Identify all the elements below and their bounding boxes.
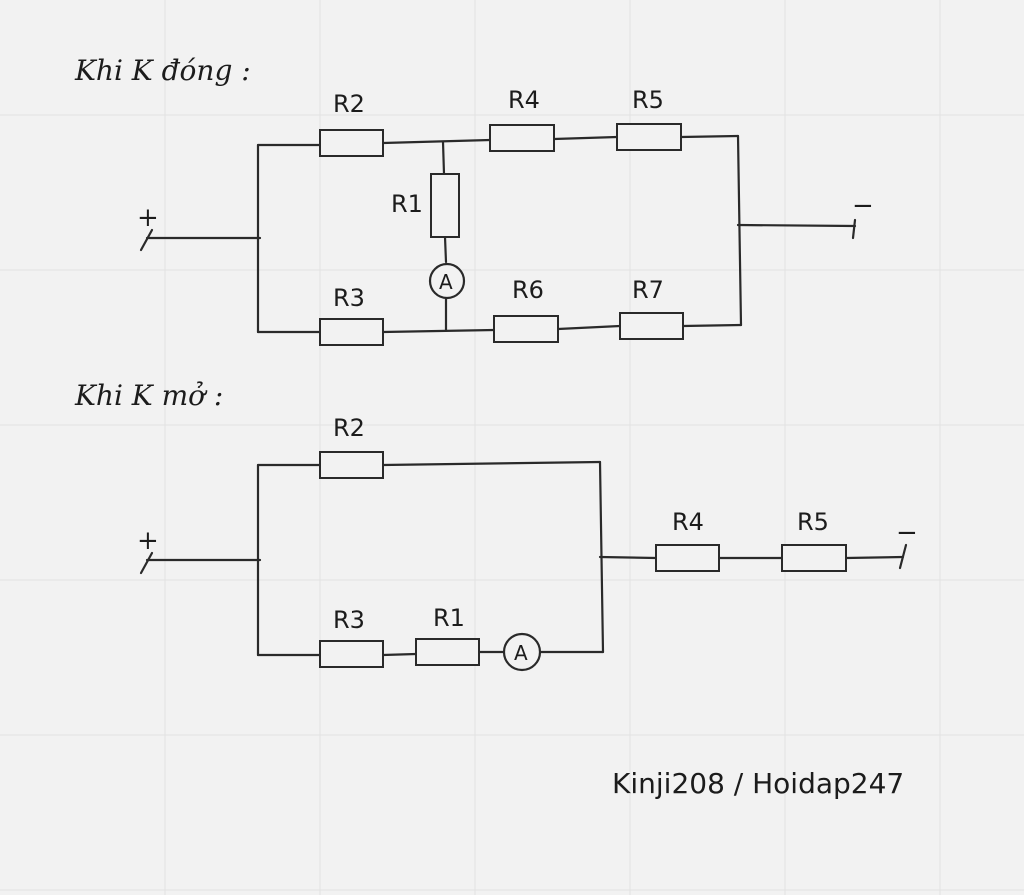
- resistor-r3-open: [319, 640, 384, 668]
- open-circuit-wires: [139, 460, 908, 657]
- label-r3-closed: R3: [333, 284, 365, 312]
- resistor-r1-closed: [430, 173, 460, 238]
- resistor-r3-closed: [319, 318, 384, 346]
- label-r7-closed: R7: [632, 276, 664, 304]
- open-circuit-components: [319, 451, 847, 672]
- label-r3-open: R3: [333, 606, 365, 634]
- resistor-r5-closed: [616, 123, 682, 151]
- label-r4-closed: R4: [508, 86, 540, 114]
- minus-terminal-open: −: [896, 518, 918, 548]
- resistor-r4-closed: [489, 124, 555, 152]
- closed-circuit-labels: + − R2 R4 R5 R1 R3 R6 R7 A: [137, 86, 874, 312]
- ammeter-closed: [428, 262, 466, 300]
- resistor-r1-open: [415, 638, 480, 666]
- label-r2-closed: R2: [333, 90, 365, 118]
- label-r5-closed: R5: [632, 86, 664, 114]
- resistor-r5-open: [781, 544, 847, 572]
- label-r2-open: R2: [333, 414, 365, 442]
- label-r4-open: R4: [672, 508, 704, 536]
- label-ammeter-closed: A: [439, 270, 453, 294]
- resistor-r7-closed: [619, 312, 684, 340]
- open-circuit-labels: + − R2 R3 R1 R4 R5 A: [137, 414, 918, 665]
- heading-closed: Khi K đóng :: [74, 54, 251, 87]
- resistor-r2-open: [319, 451, 384, 479]
- closed-circuit-components: [319, 123, 684, 346]
- resistor-r6-closed: [493, 315, 559, 343]
- resistor-r4-open: [655, 544, 720, 572]
- label-r1-open: R1: [433, 604, 465, 632]
- minus-terminal-closed: −: [852, 191, 874, 221]
- label-r1-closed: R1: [391, 190, 423, 218]
- plus-terminal-open: +: [137, 526, 159, 556]
- signature: Kinji208 / Hoidap247: [612, 767, 904, 800]
- resistor-r2-closed: [319, 129, 384, 157]
- closed-circuit-wires: [139, 134, 857, 334]
- ammeter-open: [502, 632, 542, 672]
- label-r5-open: R5: [797, 508, 829, 536]
- label-r6-closed: R6: [512, 276, 544, 304]
- heading-open: Khi K mở :: [74, 379, 223, 412]
- plus-terminal-closed: +: [137, 203, 159, 233]
- label-ammeter-open: A: [514, 641, 528, 665]
